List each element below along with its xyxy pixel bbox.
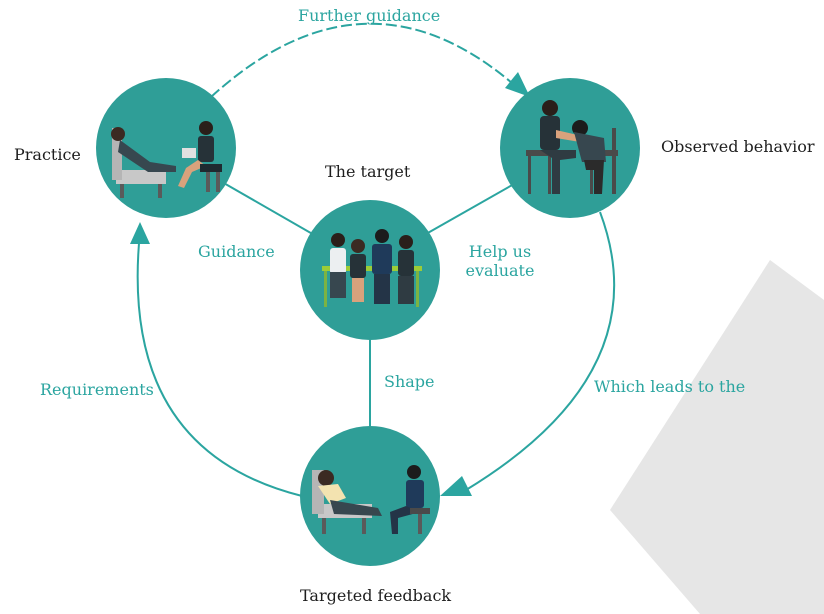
watermark-band <box>610 260 824 614</box>
therapy-session-icon <box>111 121 222 198</box>
arc-requirements <box>136 231 303 497</box>
node-circle-observed <box>500 78 640 218</box>
group-meeting-icon <box>322 229 422 307</box>
edge-label-further-guidance: Further guidance <box>298 6 441 25</box>
edge-label-requirements: Requirements <box>40 380 154 399</box>
edge-line-evaluate <box>425 183 515 235</box>
node-label-practice: Practice <box>14 145 81 164</box>
arrowhead-which-leads <box>440 476 472 496</box>
arc-which-leads <box>465 211 616 491</box>
node-label-observed: Observed behavior <box>661 137 815 156</box>
arrowhead-further-guidance <box>505 72 530 97</box>
arrowhead-requirements <box>130 222 150 244</box>
edge-label-shape: Shape <box>384 372 435 391</box>
edge-label-which-leads: Which leads to the <box>594 377 746 396</box>
node-circle-feedback <box>300 426 440 566</box>
edge-label-help-us: Help us <box>468 242 532 261</box>
arc-further-guidance <box>210 22 521 98</box>
node-label-feedback: Targeted feedback <box>300 586 452 605</box>
edge-line-guidance <box>221 181 317 237</box>
edge-label-help-us-evaluate: Help us evaluate <box>460 242 540 280</box>
therapy-session-feedback-icon <box>312 465 430 534</box>
edge-label-evaluate: evaluate <box>465 261 535 281</box>
consoling-icon <box>526 100 618 194</box>
node-label-target: The target <box>325 162 411 181</box>
edge-label-guidance: Guidance <box>198 242 275 261</box>
